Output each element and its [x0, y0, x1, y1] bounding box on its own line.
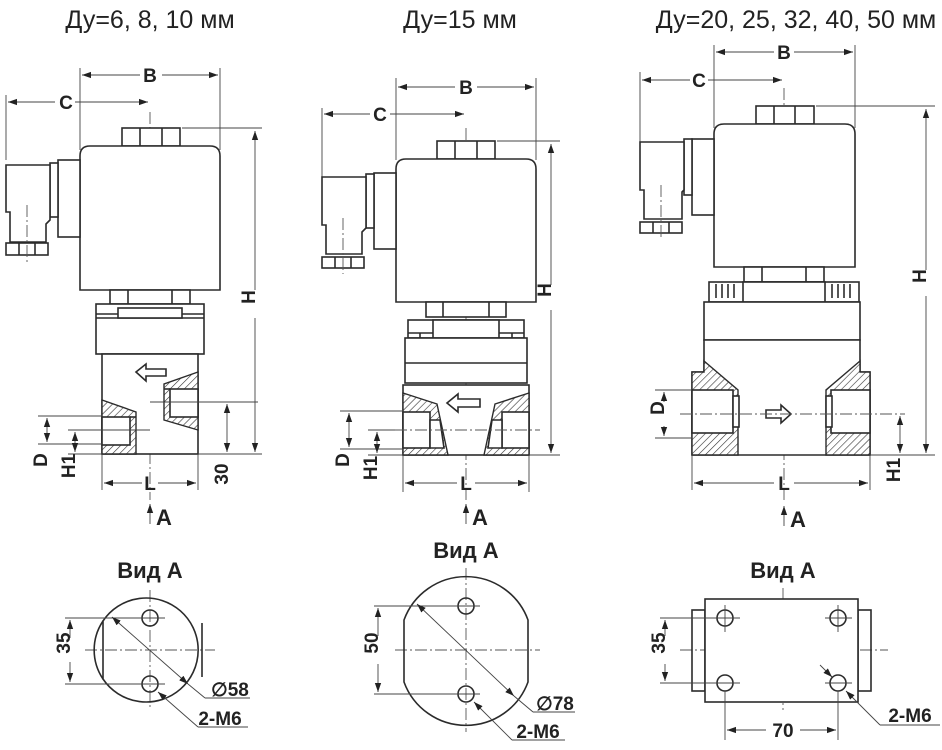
valve-middle-side-view: B C — [321, 78, 560, 530]
dim-label-h: H — [535, 283, 556, 297]
view-a-spacing-35: 35 — [54, 632, 75, 654]
dim-label-l: L — [778, 474, 790, 495]
title-dn-6-10: Ду=6, 8, 10 мм — [65, 6, 234, 34]
title-dn-15: Ду=15 мм — [403, 6, 517, 34]
dim-label-h1: H1 — [884, 457, 905, 482]
view-a-diameter: ∅78 — [536, 694, 574, 715]
valve-left-side-view: B C — [5, 66, 262, 530]
view-a-title: Вид А — [750, 558, 815, 583]
flow-arrow-right-icon — [765, 403, 793, 425]
valve-right-side-view: B C — [639, 43, 935, 532]
dim-label-h: H — [910, 269, 931, 283]
view-a-thread: 2-M6 — [198, 709, 241, 730]
dim-label-d: D — [333, 453, 354, 467]
knurl-right — [831, 284, 851, 298]
dim-label-b: B — [143, 66, 157, 87]
dim-label-d: D — [648, 401, 669, 415]
view-a-title: Вид А — [117, 558, 182, 583]
knurl-left — [715, 284, 735, 298]
title-dn-20-50: Ду=20, 25, 32, 40, 50 мм — [656, 6, 937, 34]
dim-label-30: 30 — [212, 463, 233, 484]
view-a-right: Вид А 35 70 2-M6 — [649, 558, 940, 742]
flow-arrow-left-icon — [445, 392, 481, 414]
dim-label-h1: H1 — [361, 455, 382, 480]
dim-label-d: D — [31, 453, 52, 467]
view-a-spacing-70: 70 — [772, 721, 793, 742]
view-a-spacing-50: 50 — [362, 632, 383, 653]
dim-label-l: L — [460, 474, 472, 495]
view-a-spacing-35: 35 — [649, 632, 670, 654]
view-a-title: Вид А — [433, 538, 498, 563]
dim-label-l: L — [144, 474, 156, 495]
view-a-marker: A — [472, 505, 488, 530]
dim-label-h: H — [239, 290, 260, 304]
dim-label-c: C — [373, 105, 387, 126]
dim-label-c: C — [59, 93, 73, 114]
view-a-left: Вид А 35 ∅58 2-M6 — [54, 558, 250, 730]
dim-label-h1: H1 — [59, 453, 80, 478]
view-a-marker: A — [790, 507, 806, 532]
dim-label-c: C — [692, 71, 706, 92]
dim-label-b: B — [777, 43, 791, 64]
flow-arrow-left-icon — [134, 362, 167, 383]
view-a-marker: A — [156, 505, 172, 530]
view-a-diameter: ∅58 — [211, 680, 249, 701]
dim-label-b: B — [459, 78, 473, 99]
view-a-middle: Вид А 50 ∅78 2-M6 — [362, 538, 575, 743]
view-a-thread: 2-M6 — [888, 706, 931, 727]
view-a-thread: 2-M6 — [516, 722, 559, 743]
